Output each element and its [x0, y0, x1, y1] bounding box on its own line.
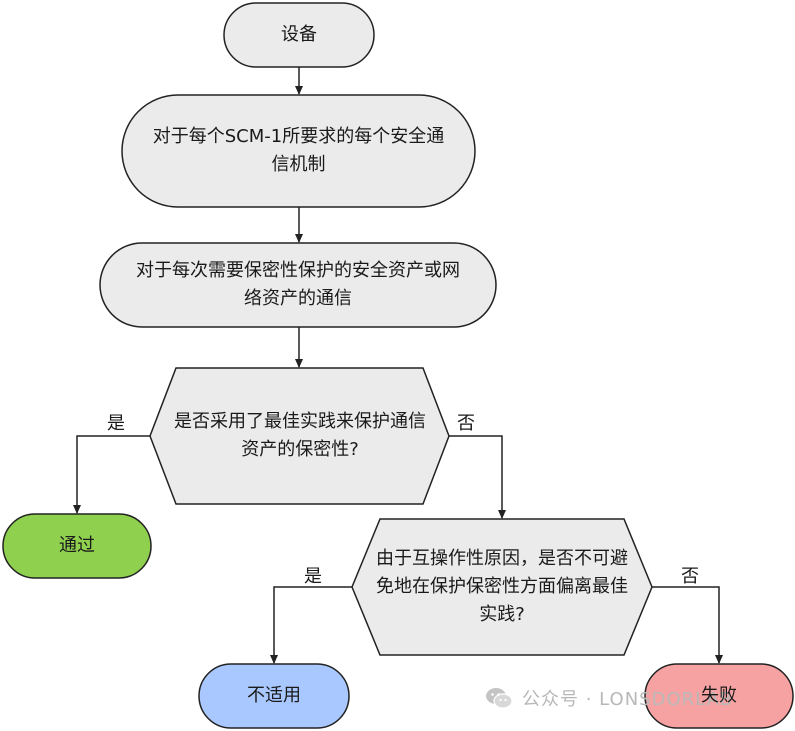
connector-decision2-no-to-fail — [652, 586, 723, 664]
pass-label: 通过 — [59, 535, 95, 556]
edge-label-decision1-yes: 是 — [107, 413, 125, 434]
decision-best-practice-label: 是否采用了最佳实践来保护通信资产的保密性? — [174, 411, 426, 460]
pass-node — [2, 513, 152, 579]
fail-label: 失败 — [701, 685, 737, 706]
mechanism-label: 对于每个SCM-1所要求的每个安全通信机制 — [152, 126, 445, 175]
communication-label: 对于每次需要保密性保护的安全资产或网络资产的通信 — [136, 260, 460, 309]
communication-node — [99, 242, 497, 328]
watermark-text: 公众号 · LONSDORLAB — [522, 689, 734, 710]
edge-label-decision2-yes: 是 — [304, 566, 322, 587]
not-applicable-label: 不适用 — [247, 685, 301, 706]
connector-decision1-no-to-decision2 — [449, 435, 506, 519]
device-label: 设备 — [281, 24, 317, 45]
fail-node — [644, 663, 794, 729]
wechat-icon — [486, 688, 513, 709]
edge-label-decision1-no: 否 — [457, 413, 475, 434]
not-applicable-node — [198, 663, 350, 729]
edge-label-decision2-no: 否 — [681, 566, 699, 587]
decision-interop-label: 由于互操作性原因，是否不可避免地在保护保密性方面偏离最佳实践? — [376, 548, 628, 625]
connector-decision1-yes-to-pass — [73, 435, 150, 514]
connector-decision2-yes-to-not-applicable — [270, 586, 352, 664]
watermark: 公众号 · LONSDORLAB — [484, 684, 733, 712]
